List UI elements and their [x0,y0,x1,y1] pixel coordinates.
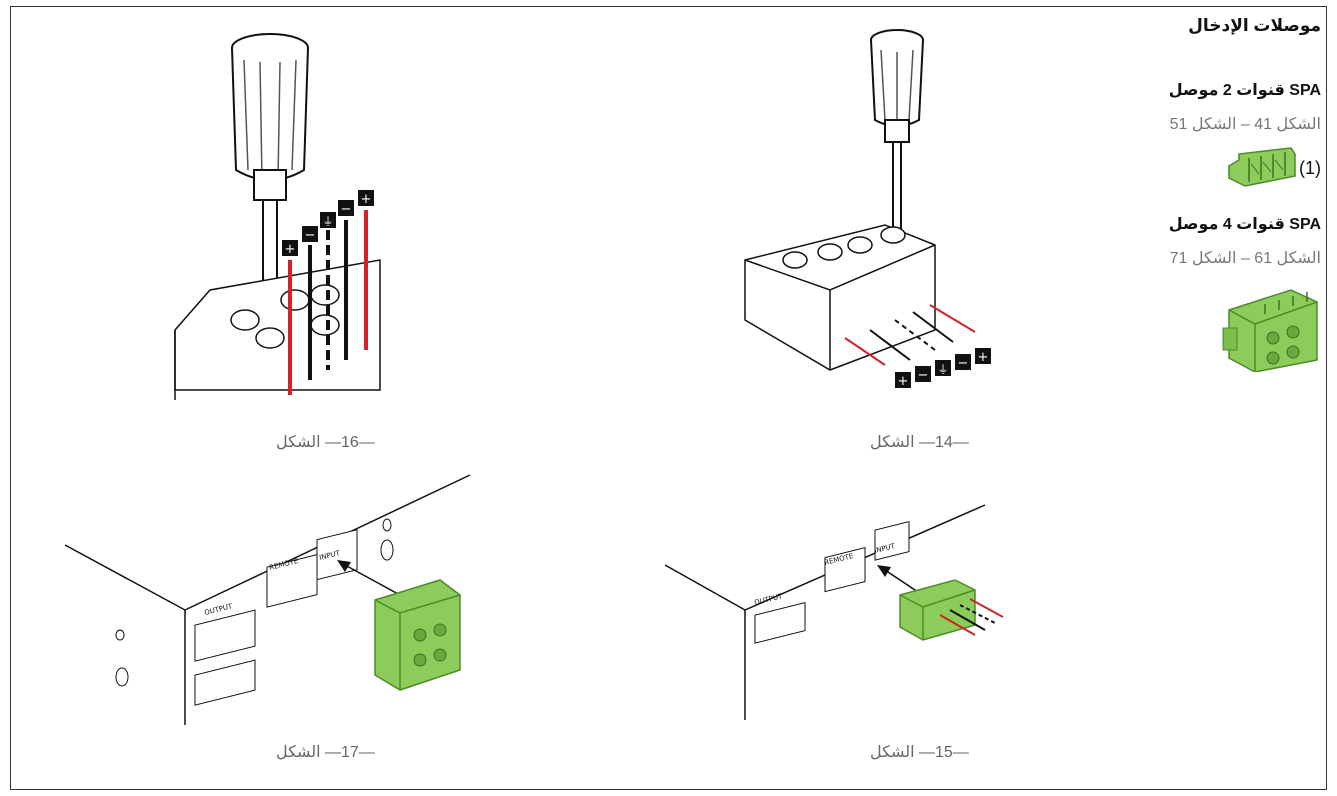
section-4ch-figure-ref: الشكل 61 – الشكل 71 [1169,250,1321,267]
svg-text:−: − [305,228,316,243]
figure-16-caption: —16— الشكل [276,434,375,451]
page-frame [10,6,1327,790]
green-connector-4ch-icon [1222,289,1318,372]
figure-17-caption: —17— الشكل [276,744,375,761]
figure-15-illustration: OUTPUT REMOTE INPUT [664,504,1004,720]
svg-text:+: + [285,242,296,257]
figure-17-illustration: OUTPUT REMOTE INPUT [64,474,471,725]
green-connector-2ch-icon [1228,147,1296,187]
svg-text:−: − [341,202,352,217]
page-title: موصلات الإدخال [1188,16,1321,35]
input-connectors-sidebar: موصلات الإدخال SPA قنوات 2 موصل الشكل 41… [1110,10,1325,372]
svg-text:+: + [978,350,989,365]
svg-text:−: − [918,368,929,383]
connector-4ch-item [1110,280,1321,372]
item-marker: (1) [1298,157,1321,178]
figure-16-illustration: + − ⏚ − + [174,33,381,400]
svg-text:⏚: ⏚ [323,215,334,228]
svg-text:⏚: ⏚ [938,363,949,376]
connector-2ch-item: (1) [1110,146,1321,190]
svg-text:+: + [898,374,909,389]
figure-15-caption: —15— الشكل [870,744,969,761]
svg-text:−: − [958,356,969,371]
figure-14-caption: —14— الشكل [870,434,969,451]
output-label-2: OUTPUT [754,592,784,607]
svg-text:+: + [361,192,372,207]
figure-14-illustration: + − ⏚ − + [744,29,991,389]
section-2ch-figure-ref: الشكل 41 – الشكل 51 [1169,116,1321,133]
section-4ch-heading: SPA قنوات 4 موصل [1168,216,1321,233]
section-2ch-heading: SPA قنوات 2 موصل [1168,82,1321,99]
